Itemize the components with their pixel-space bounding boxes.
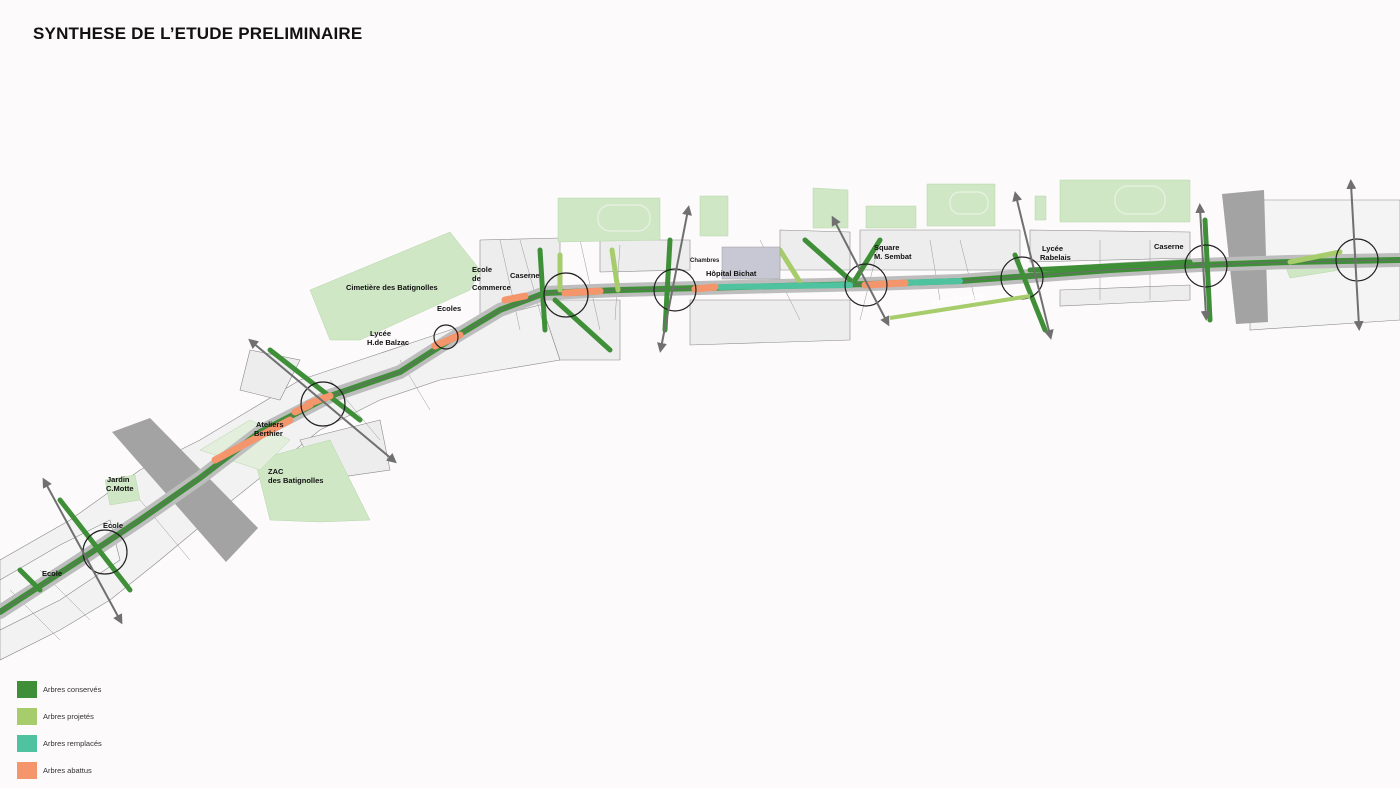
legend-swatch-felled bbox=[17, 762, 37, 779]
direction-arrows bbox=[42, 179, 1364, 625]
label-zac-2: des Batignolles bbox=[268, 476, 323, 485]
legend-item-conserved: Arbres conservés bbox=[17, 676, 102, 703]
legend-label: Arbres projetés bbox=[43, 712, 94, 721]
label-cimetiere: Cimetière des Batignolles bbox=[346, 283, 438, 292]
map-labels: Cimetière des Batignolles Ecole de Comme… bbox=[42, 242, 1184, 578]
hospital-block bbox=[721, 246, 781, 280]
label-ecole-2: Ecole bbox=[42, 569, 62, 578]
projected-trees bbox=[557, 247, 1343, 293]
label-ecole-commerce-3: Commerce bbox=[472, 283, 511, 292]
label-hopital: Hôpital Bichat bbox=[706, 269, 757, 278]
label-ecole-commerce-1: Ecole bbox=[472, 265, 492, 274]
label-lycee-rabelais-1: Lycée bbox=[1042, 244, 1063, 253]
legend-item-felled: Arbres abattus bbox=[17, 757, 102, 784]
legend-swatch-replaced bbox=[17, 735, 37, 752]
legend-label: Arbres remplacés bbox=[43, 739, 102, 748]
page-title: SYNTHESE DE L’ETUDE PRELIMINAIRE bbox=[33, 24, 363, 43]
legend: Arbres conservés Arbres projetés Arbres … bbox=[17, 676, 102, 784]
label-caserne-east: Caserne bbox=[1154, 242, 1184, 251]
label-ecoles: Ecoles bbox=[437, 304, 461, 313]
legend-item-projected: Arbres projetés bbox=[17, 703, 102, 730]
legend-label: Arbres conservés bbox=[43, 685, 102, 694]
legend-item-replaced: Arbres remplacés bbox=[17, 730, 102, 757]
label-jardin-2: C.Motte bbox=[106, 484, 134, 493]
label-square-1: Square bbox=[874, 243, 899, 252]
label-caserne-west: Caserne bbox=[510, 271, 540, 280]
legend-swatch-projected bbox=[17, 708, 37, 725]
label-square-2: M. Sembat bbox=[874, 252, 912, 261]
label-ateliers-1: Ateliers bbox=[256, 420, 284, 429]
intersection-circle bbox=[543, 272, 589, 318]
label-chambres: Chambres bbox=[690, 258, 720, 264]
label-ateliers-2: Berthier bbox=[254, 429, 283, 438]
label-ecole-1: Ecole bbox=[103, 521, 123, 530]
label-lycee-balzac-2: H.de Balzac bbox=[367, 338, 409, 347]
legend-label: Arbres abattus bbox=[43, 766, 92, 775]
label-lycee-balzac-1: Lycée bbox=[370, 329, 391, 338]
intersection-circle bbox=[433, 324, 459, 350]
label-ecole-commerce-2: de bbox=[472, 274, 481, 283]
label-jardin-1: Jardin bbox=[107, 475, 130, 484]
label-lycee-rabelais-2: Rabelais bbox=[1040, 253, 1071, 262]
label-zac-1: ZAC bbox=[268, 467, 284, 476]
sports-fields bbox=[597, 185, 1166, 232]
legend-swatch-conserved bbox=[17, 681, 37, 698]
petite-ceinture-line bbox=[889, 294, 1031, 320]
